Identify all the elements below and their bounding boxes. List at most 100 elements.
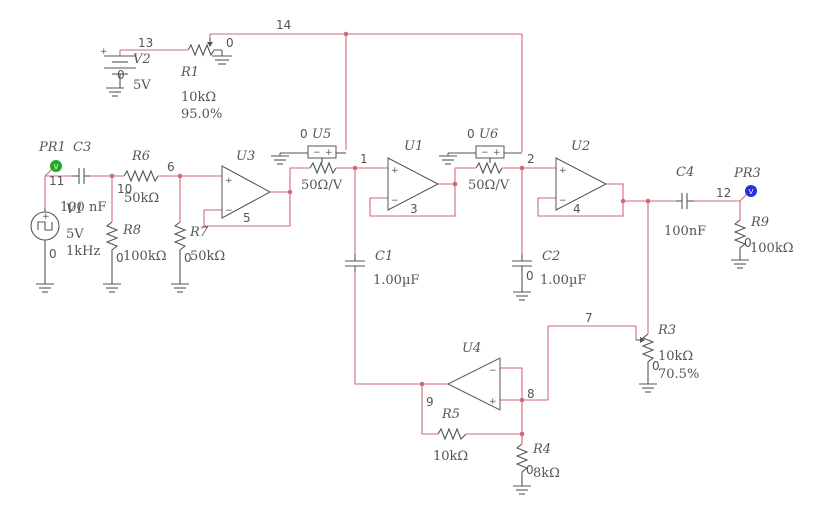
potentiometer-r1[interactable] xyxy=(187,38,223,57)
capacitor-c1[interactable] xyxy=(345,254,365,272)
probe-glyph: V xyxy=(749,188,754,196)
wire-c1-u4 xyxy=(354,272,448,385)
opamp-u2[interactable]: + − xyxy=(555,157,608,211)
net-label: 0 xyxy=(117,68,125,82)
ref-label-c2: C2 xyxy=(542,249,560,264)
junction-dot xyxy=(419,381,425,387)
resistor-r4[interactable] xyxy=(515,443,529,486)
opamp-plus-pin: + xyxy=(489,397,497,407)
battery-v2[interactable]: + xyxy=(100,47,136,88)
resistor-r6[interactable] xyxy=(123,169,159,183)
ground-icon xyxy=(212,55,232,65)
ref-label-r9: R9 xyxy=(750,215,769,230)
ground-icon xyxy=(36,283,54,293)
net-label: 14 xyxy=(276,18,291,32)
junction-dot xyxy=(519,165,525,171)
net-label: 4 xyxy=(573,202,581,216)
opamp-minus-pin: − xyxy=(489,366,497,376)
ctrl-plus-pin: + xyxy=(325,148,333,158)
net-label: 9 xyxy=(426,395,434,409)
net-label: 10 xyxy=(117,182,132,196)
net-label: 0 xyxy=(652,359,660,373)
probe-pr3[interactable]: V xyxy=(745,185,757,197)
junction-dot xyxy=(343,31,349,37)
ref-label-c1: C1 xyxy=(375,249,393,264)
ac-source-v1[interactable]: + xyxy=(30,208,60,284)
value-label-c2: 1.00µF xyxy=(540,273,586,288)
ref-label-c4: C4 xyxy=(676,165,694,180)
net-label: 0 xyxy=(226,36,234,50)
junctions xyxy=(109,31,651,437)
net-label: 13 xyxy=(138,36,153,50)
wire-net-12 xyxy=(694,200,741,220)
net-label: 6 xyxy=(167,160,175,174)
ground-icon xyxy=(271,155,289,165)
opamp-plus-pin: + xyxy=(225,176,233,186)
ground-icon xyxy=(171,283,189,293)
net-label: 7 xyxy=(585,311,593,325)
ground-icon xyxy=(439,155,457,165)
ref-label-u1: U1 xyxy=(404,139,423,154)
value-label-r9: 100kΩ xyxy=(750,241,793,256)
net-label: 0 xyxy=(467,127,475,141)
wire-u2-fb-4 xyxy=(537,197,624,217)
wire-u1-fb-3 xyxy=(369,184,456,217)
junction-dot xyxy=(109,173,115,179)
net-label: 0 xyxy=(300,127,308,141)
capacitor-c3[interactable] xyxy=(72,168,90,184)
value-label-r1: 10kΩ xyxy=(181,90,216,105)
ref-label-v1: V1 xyxy=(66,202,84,217)
ref-label-r5: R5 xyxy=(441,407,460,422)
component-labels: V2 5V R1 10kΩ 95.0% PR1 C3 100 nF V1 5V … xyxy=(38,52,793,481)
resistor-r8[interactable] xyxy=(105,221,119,284)
junction-dot xyxy=(519,431,525,437)
net-label: 0 xyxy=(49,247,57,261)
probe-pr1[interactable]: V xyxy=(50,160,62,172)
value-label-c4: 100nF xyxy=(664,224,706,239)
ref-label-u5: U5 xyxy=(312,127,331,142)
vc-resistor-u5[interactable]: − + xyxy=(279,145,346,175)
wire-net-7 xyxy=(500,325,637,401)
wires xyxy=(44,33,749,444)
ref-label-v2: V2 xyxy=(133,52,151,67)
potentiometer-r3[interactable] xyxy=(636,333,655,384)
net-label: 0 xyxy=(184,251,192,265)
opamp-u1[interactable]: + − xyxy=(387,157,440,211)
net-label: 12 xyxy=(716,186,731,200)
vc-resistor-u6[interactable]: − + xyxy=(447,145,522,175)
opamp-u4[interactable]: − + xyxy=(446,357,501,411)
opamp-minus-pin: − xyxy=(391,196,399,206)
ref-label-u4: U4 xyxy=(462,341,481,356)
net-label: 1 xyxy=(360,152,368,166)
ref-label-r3: R3 xyxy=(657,323,676,338)
wire-u3-fb-5 xyxy=(203,192,291,227)
net-label: 0 xyxy=(526,463,534,477)
net-label: 8 xyxy=(527,387,535,401)
resistor-r5[interactable] xyxy=(437,427,467,441)
resistor-r9[interactable] xyxy=(733,219,747,260)
ref-label-u6: U6 xyxy=(479,127,498,142)
ctrl-plus-pin: + xyxy=(493,148,501,158)
ground-icon xyxy=(106,87,124,97)
ground-icon xyxy=(639,383,657,393)
probe-glyph: V xyxy=(54,163,59,171)
net-labels: 13 14 0 11 10 6 5 1 3 2 4 12 7 8 9 0 0 0… xyxy=(49,18,752,477)
wire-net-9 xyxy=(421,384,438,435)
opamp-u3[interactable]: + − xyxy=(221,165,272,219)
wire-u3-out xyxy=(270,167,310,193)
junction-dot xyxy=(177,173,183,179)
value-label-u6: 50Ω/V xyxy=(468,178,510,193)
opamp-minus-pin: − xyxy=(225,206,233,216)
net-label: 0 xyxy=(116,251,124,265)
capacitor-c4[interactable] xyxy=(676,193,694,209)
net-label: 11 xyxy=(49,174,64,188)
junction-dot xyxy=(352,165,358,171)
capacitor-c2[interactable] xyxy=(512,254,532,292)
value-label-r6: 50kΩ xyxy=(124,191,159,206)
wire-net-14 xyxy=(209,33,523,152)
battery-plus-pin: + xyxy=(100,47,108,57)
ref-label-r4: R4 xyxy=(532,442,551,457)
resistor-r7[interactable] xyxy=(173,221,187,284)
ref-label-r1: R1 xyxy=(180,65,199,80)
